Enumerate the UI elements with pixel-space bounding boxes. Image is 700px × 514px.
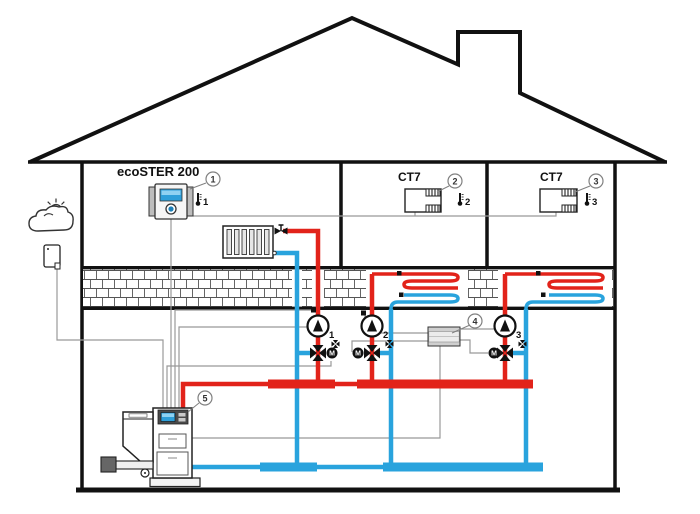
room-sensor-1: 1: [194, 192, 209, 208]
floor-coil1-return: [389, 293, 460, 310]
callout-5-number: 5: [202, 394, 207, 404]
coil1-return-sensor-icon: [399, 292, 404, 297]
floor-coil2-return: [524, 293, 605, 310]
return-pipes: [192, 250, 605, 472]
room-panel-ecoster: [148, 183, 194, 220]
floor-coil2-supply: [505, 272, 605, 290]
wire-module-to-motor-2: [351, 340, 428, 352]
panel-screen-glare: [161, 190, 181, 195]
wire-panel-to-thermostats: [193, 212, 557, 217]
valve-motor-2: [352, 347, 364, 359]
outdoor-sensor-gland: [54, 262, 61, 270]
outdoor-sensor-led: [47, 248, 49, 250]
pump-3-number: 3: [516, 330, 521, 341]
radiator: [222, 224, 288, 259]
pump-1-fan-icon: [331, 340, 340, 348]
ct7-2-connector-top: [425, 188, 441, 197]
pump-group-1: 1: [306, 314, 340, 361]
room-sensor-2-number: 2: [465, 197, 470, 208]
boiler-buttons-top: [178, 413, 186, 417]
circuit2-supply-sensor-icon: [361, 310, 366, 316]
thermometer-icon-2: [456, 192, 465, 207]
boiler-base: [149, 477, 201, 488]
expansion-module: [427, 326, 461, 347]
callout-2-number: 2: [452, 177, 457, 187]
wire-boiler-to-module: [192, 346, 441, 439]
circuit1-supply-sensor-icon: [311, 307, 316, 313]
hopper-handle: [128, 413, 148, 418]
callout-2: 2: [436, 173, 463, 193]
ct7-2-label: CT7: [398, 170, 421, 184]
boiler-lower-door: [156, 451, 189, 476]
callout-4-number: 4: [472, 317, 477, 327]
wire-to-pump-1: [178, 326, 307, 408]
ct7-3-connector-top: [561, 188, 577, 197]
feeder-tube: [115, 460, 154, 470]
pellet-boiler: [100, 407, 201, 488]
room-sensor-3: 3: [583, 192, 597, 208]
coil2-return-sensor-icon: [541, 292, 546, 297]
radiator-return-joint: [272, 250, 277, 256]
weather-icon: [28, 198, 74, 232]
feeder-motor: [100, 456, 117, 473]
ct7-3-connector-bottom: [561, 204, 577, 213]
boiler-upper-door: [158, 433, 187, 449]
callout-1: 1: [189, 171, 221, 190]
cloud-inner-line: [43, 213, 54, 217]
pump-3-icon: [493, 314, 517, 338]
ct7-3-label: CT7: [540, 170, 563, 184]
ct7-2-connector-bottom: [425, 204, 441, 213]
house-outline: [28, 15, 667, 493]
wire-outdoor-sensor: [56, 269, 164, 408]
sun-rays: [44, 198, 68, 211]
coil2-supply-sensor-icon: [536, 271, 541, 276]
boiler-screen-glare: [162, 413, 174, 417]
callout-3: 3: [574, 173, 604, 193]
room-sensor-2: 2: [456, 192, 470, 208]
thermostat-ct7-3: [539, 188, 578, 213]
pump-1-icon: [306, 314, 330, 338]
outdoor-sensor: [43, 244, 61, 270]
pump-1-number: 1: [329, 330, 335, 341]
valve-motor-1: [326, 347, 338, 359]
radiator-valve-icon: [274, 224, 288, 235]
pipe-sensors: [311, 271, 546, 316]
return-riser-circuit1: [273, 250, 300, 467]
boiler-buttons-bottom: [178, 418, 186, 422]
roof: [29, 15, 666, 164]
pump-2-icon: [360, 314, 384, 338]
callout-5: 5: [187, 390, 213, 413]
thermostat-ct7-2: [404, 188, 442, 213]
coil1-supply-sensor-icon: [397, 271, 402, 276]
room-sensor-3-number: 3: [592, 197, 597, 208]
panel-knob-center: [168, 206, 174, 212]
callout-3-number: 3: [593, 177, 598, 187]
valve-motor-3: [488, 347, 500, 359]
radiator-fins: [226, 229, 270, 255]
wire-to-supply-sensor-1: [174, 309, 313, 408]
cloud-icon: [28, 205, 74, 232]
ecoster-label: ecoSTER 200: [117, 164, 199, 179]
wire-to-motor-1: [166, 361, 332, 408]
pump-group-3: 3: [488, 314, 527, 361]
wire-module-to-motor-3: [460, 339, 488, 354]
pump-group-2: 2: [352, 314, 394, 361]
callout-4: 4: [451, 313, 483, 334]
outdoor-sensor-body: [43, 244, 61, 268]
floor-coil1-supply: [372, 272, 460, 290]
callout-1-number: 1: [210, 175, 215, 185]
thermometer-icon-1: [194, 192, 203, 207]
pump-2-number: 2: [383, 330, 388, 341]
thermometer-icon-3: [583, 192, 592, 207]
room-sensor-1-number: 1: [203, 197, 209, 208]
